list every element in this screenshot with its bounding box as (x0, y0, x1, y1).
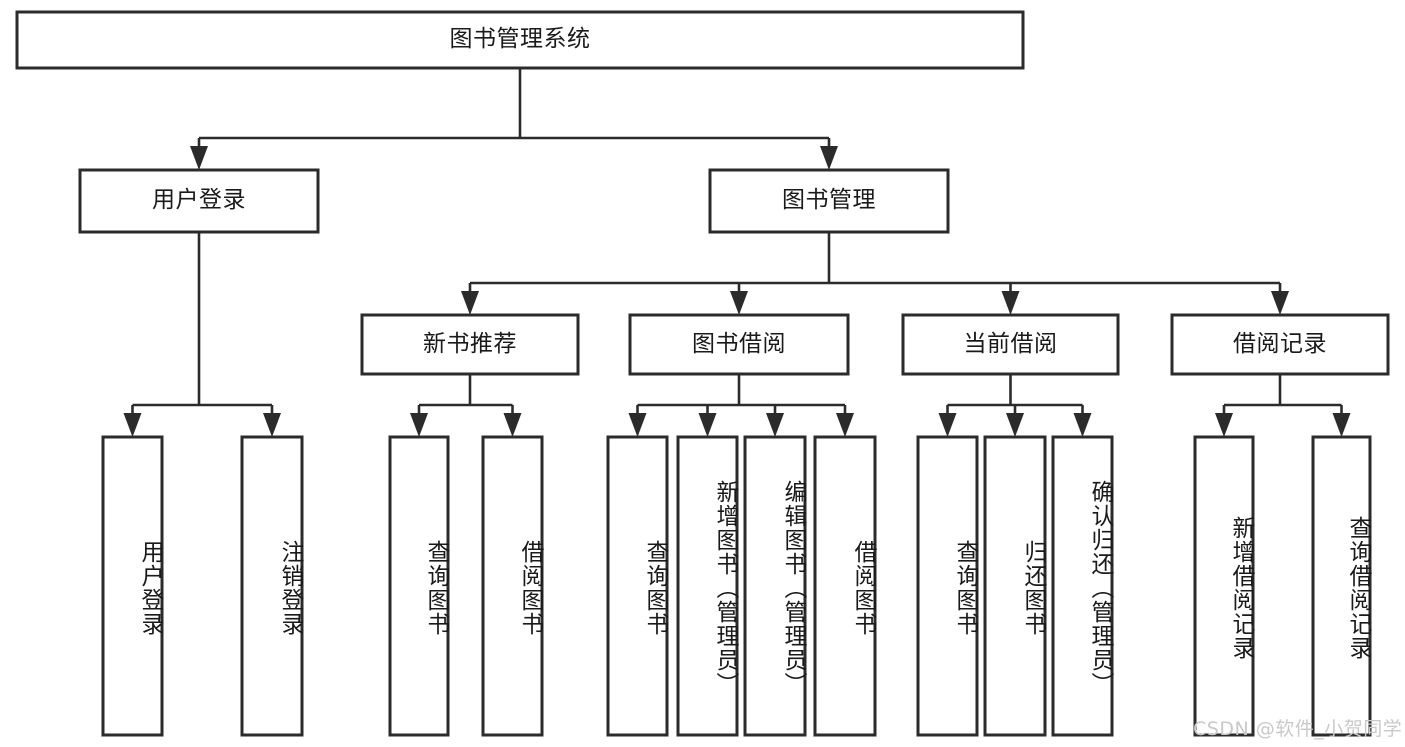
node-box-leaf-user-login[interactable] (101, 435, 164, 737)
arrow-head-edge-borrow-split-1 (698, 413, 717, 437)
connector-lines (123, 68, 1351, 437)
node-box-book-borrow[interactable] (628, 313, 850, 376)
arrow-head-edge-newbook-split-1 (503, 413, 522, 437)
node-box-leaf-borrow-book-1[interactable] (481, 435, 544, 737)
node-box-leaf-add-record[interactable] (1193, 435, 1255, 737)
arrow-head-edge-manage-split-2 (1001, 291, 1020, 315)
arrow-head-edge-root-split-0 (190, 146, 208, 170)
node-box-new-book-rec[interactable] (360, 313, 580, 376)
node-box-leaf-add-book[interactable] (676, 435, 739, 737)
node-box-leaf-query-book-3[interactable] (916, 435, 979, 737)
arrow-head-edge-record-split-0 (1215, 413, 1233, 437)
node-box-leaf-query-book-1[interactable] (388, 435, 450, 737)
node-box-leaf-borrow-book-2[interactable] (813, 435, 877, 737)
csdn-watermark: CSDN @软件_小贺同学 (1193, 718, 1403, 740)
node-box-leaf-query-book-2[interactable] (606, 435, 669, 737)
arrow-head-edge-current-split-0 (938, 413, 957, 437)
node-box-leaf-return-book[interactable] (983, 435, 1047, 737)
node-box-current-borrow[interactable] (901, 313, 1120, 376)
node-box-user-login[interactable] (78, 168, 320, 234)
arrow-head-edge-record-split-1 (1332, 413, 1351, 437)
node-box-leaf-confirm-return[interactable] (1051, 435, 1114, 737)
arrow-head-edge-login-split-1 (263, 413, 281, 437)
node-boxes (15, 10, 1390, 737)
node-box-book-manage[interactable] (708, 168, 950, 234)
node-box-leaf-logout[interactable] (240, 435, 304, 737)
arrow-head-edge-newbook-split-0 (410, 413, 428, 437)
arrow-head-edge-current-split-2 (1073, 413, 1092, 437)
arrow-head-edge-root-split-1 (820, 146, 838, 170)
node-box-leaf-query-record[interactable] (1311, 435, 1372, 737)
arrow-head-edge-current-split-1 (1006, 413, 1024, 437)
arrow-head-edge-manage-split-0 (461, 291, 479, 315)
arrow-head-edge-manage-split-3 (1271, 291, 1289, 315)
arrow-head-edge-borrow-split-0 (628, 413, 647, 437)
arrow-head-edge-login-split-0 (123, 413, 142, 437)
node-box-borrow-record[interactable] (1170, 313, 1390, 376)
arrow-head-edge-borrow-split-3 (836, 413, 854, 437)
node-box-root[interactable] (15, 10, 1025, 70)
node-box-leaf-edit-book[interactable] (743, 435, 807, 737)
arrow-head-edge-manage-split-1 (730, 291, 748, 315)
arrow-head-edge-borrow-split-2 (766, 413, 784, 437)
